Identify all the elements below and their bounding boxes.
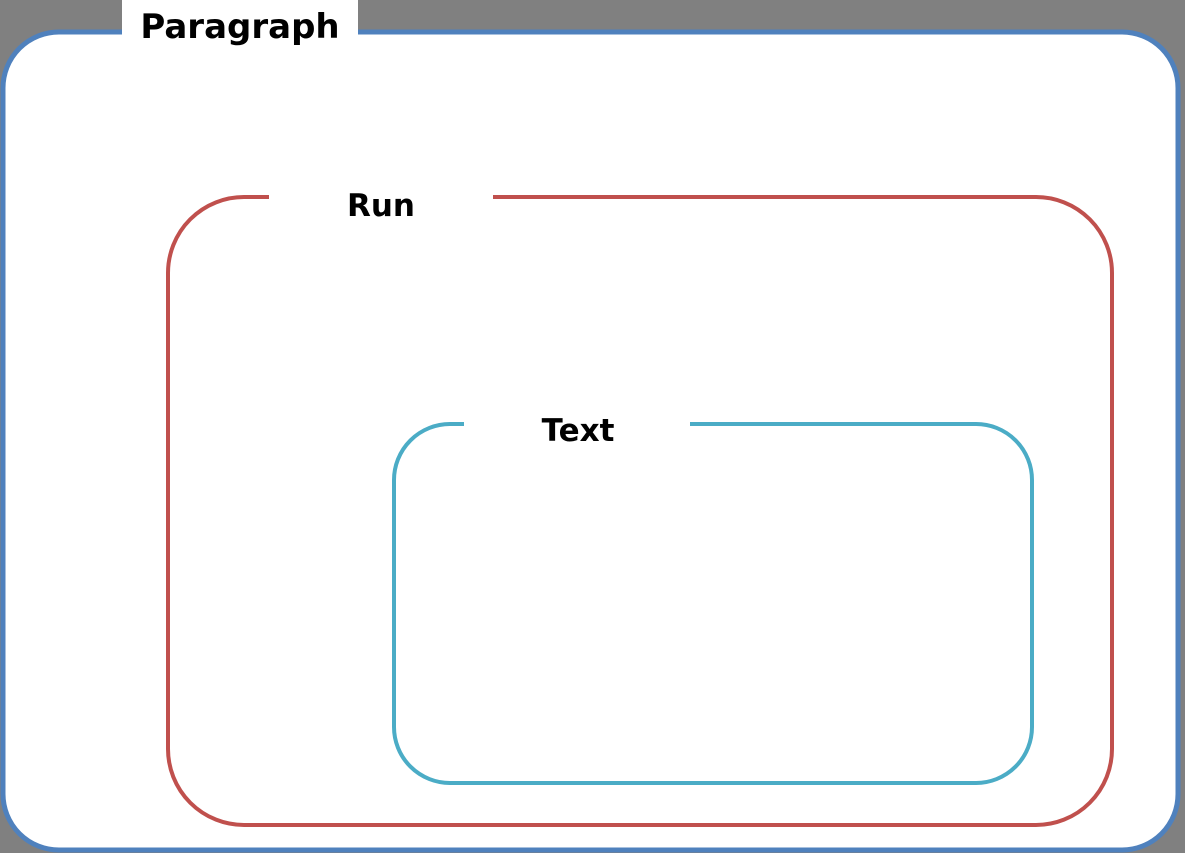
text-label: Text <box>541 412 615 449</box>
run-box-outline <box>166 195 1114 827</box>
run-label: Run <box>346 187 415 224</box>
text-box-outline <box>392 422 1034 785</box>
paragraph-box-outline <box>0 29 1181 853</box>
paragraph-label: Paragraph <box>122 0 358 55</box>
paragraph-box-fill <box>3 32 1178 850</box>
